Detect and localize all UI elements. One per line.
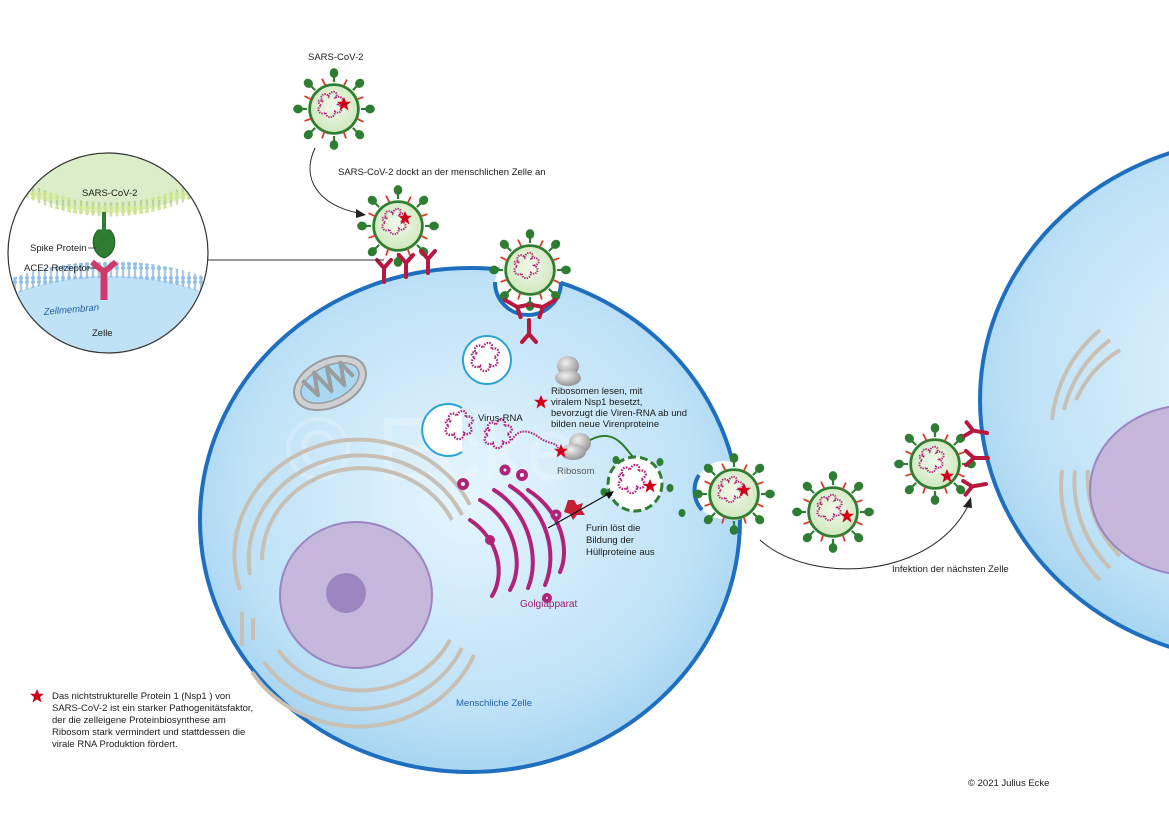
- neighbor-cell: [978, 151, 1169, 649]
- copyright: © 2021 Julius Ecke: [968, 778, 1049, 789]
- assembling-virus: [600, 455, 686, 517]
- infection-arrow: [759, 505, 969, 570]
- virus-icon: [692, 452, 776, 536]
- footnote-line-2: SARS-CoV-2 ist ein starker Pathogenitäts…: [52, 703, 253, 714]
- golgi-label: Golgiapparat: [520, 599, 577, 610]
- ribosome-icon: [560, 433, 591, 460]
- rna-vesicle-open: [421, 403, 474, 457]
- dock-arrow: [309, 147, 359, 214]
- spike-protein-label: Spike Protein: [30, 243, 87, 254]
- ribosomen-text-1: Ribosomen lesen, mit: [551, 386, 643, 397]
- footnote-line-5: virale RNA Produktion fördert.: [52, 739, 178, 750]
- virus-icon: [791, 470, 875, 554]
- golgi-icon: [457, 464, 567, 603]
- nucleus: [279, 521, 433, 669]
- dock-label: SARS-CoV-2 dockt an der menschlichen Zel…: [338, 167, 546, 178]
- virus-icon: [292, 67, 376, 151]
- footnote-line-1: Das nichtstrukturelle Protein 1 (Nsp1 ) …: [52, 691, 230, 702]
- furin-text-2: Bildung der: [586, 535, 634, 546]
- endoplasmic-reticulum: [232, 437, 476, 729]
- ribosom-label: Ribosom: [557, 466, 595, 477]
- ace2-label: ACE2 Rezeptor: [24, 263, 90, 274]
- nucleolus: [326, 573, 366, 613]
- rna-vesicle: [462, 335, 512, 385]
- nsp1-star-icon: [30, 689, 44, 703]
- infection-label: Infektion der nächsten Zelle: [892, 564, 1009, 575]
- ribosomen-text-3: bevorzugt die Viren-RNA ab und: [551, 408, 687, 419]
- furin-arrow: [547, 492, 611, 529]
- furin-icon: [564, 500, 585, 520]
- footnote-line-3: der die zelleigene Proteinbiosynthese am: [52, 715, 226, 726]
- inset-virus-label: SARS-CoV-2: [82, 188, 137, 199]
- cell-label: Menschliche Zelle: [456, 698, 532, 709]
- virus-top-label: SARS-CoV-2: [308, 52, 363, 63]
- ribosomen-text-2: viralem Nsp1 besetzt,: [551, 397, 642, 408]
- furin-text-1: Furin löst die: [586, 523, 640, 534]
- human-cell: [198, 252, 753, 774]
- virus-rna-label: Virus-RNA: [478, 413, 523, 424]
- zellmembran-label: Zellmembran: [42, 302, 99, 318]
- ribosomen-text-4: bilden neue Virenproteine: [551, 419, 659, 430]
- zelle-label: Zelle: [92, 328, 113, 339]
- footnote-line-4: Ribosom stark vermindert und stattdessen…: [52, 727, 245, 738]
- ace2-receptor-icon: [961, 475, 990, 497]
- virus-icon: [488, 228, 572, 312]
- ribosome-icon: [555, 356, 581, 386]
- furin-text-3: Hüllproteine aus: [586, 547, 655, 558]
